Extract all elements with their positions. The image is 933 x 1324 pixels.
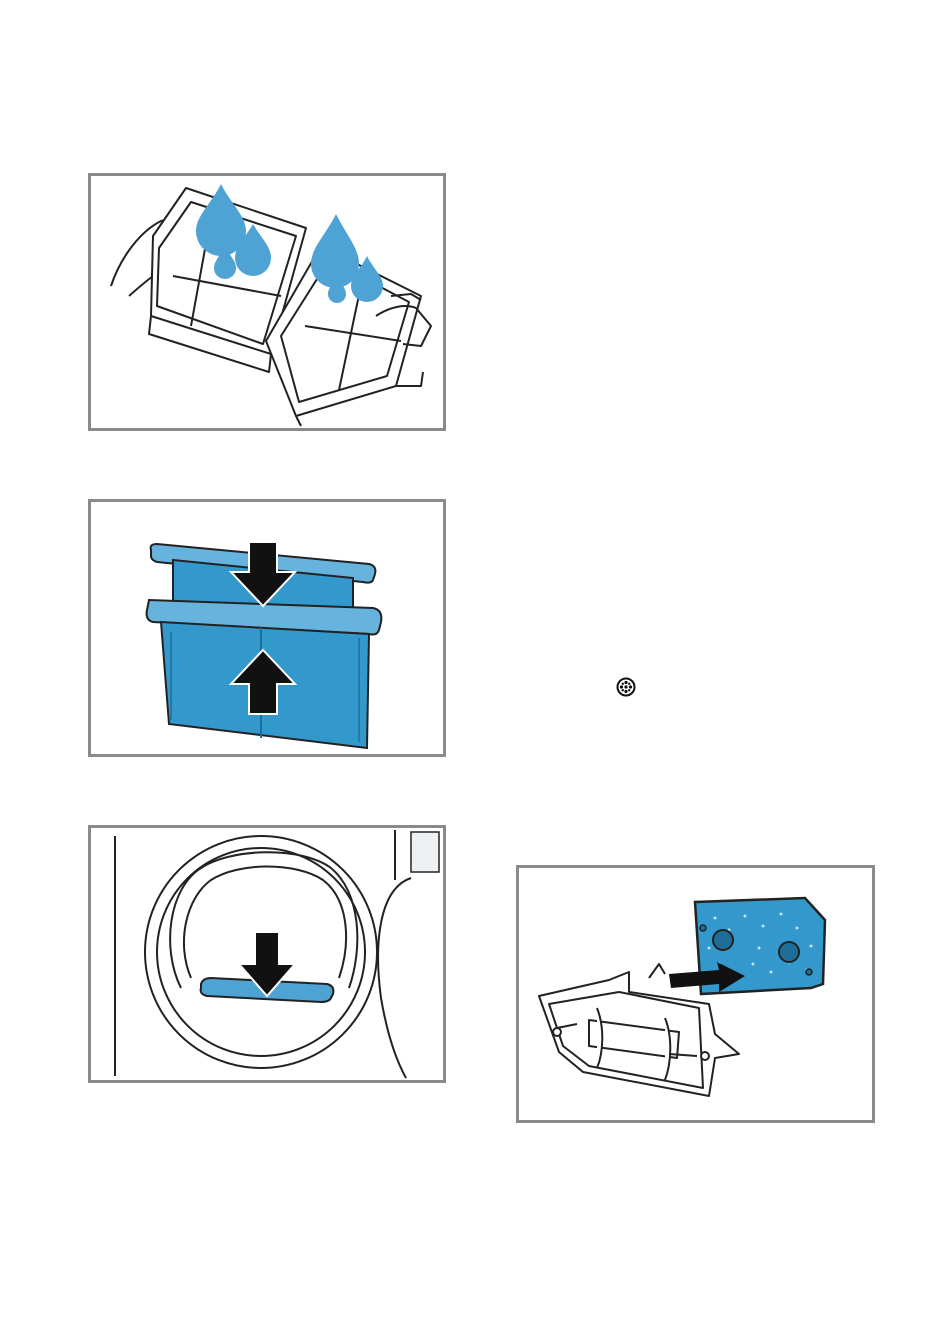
filter-rinse-figure bbox=[88, 173, 446, 431]
sponge-filter-illustration bbox=[519, 868, 872, 1120]
filter-insert-illustration bbox=[91, 502, 443, 754]
sponge-filter-figure bbox=[516, 865, 875, 1123]
filter-cleaning-symbol-icon bbox=[616, 677, 636, 697]
filter-slot-figure bbox=[88, 825, 446, 1083]
filter-slot-illustration bbox=[91, 828, 443, 1080]
filter-rinse-illustration bbox=[91, 176, 443, 428]
filter-insert-figure bbox=[88, 499, 446, 757]
